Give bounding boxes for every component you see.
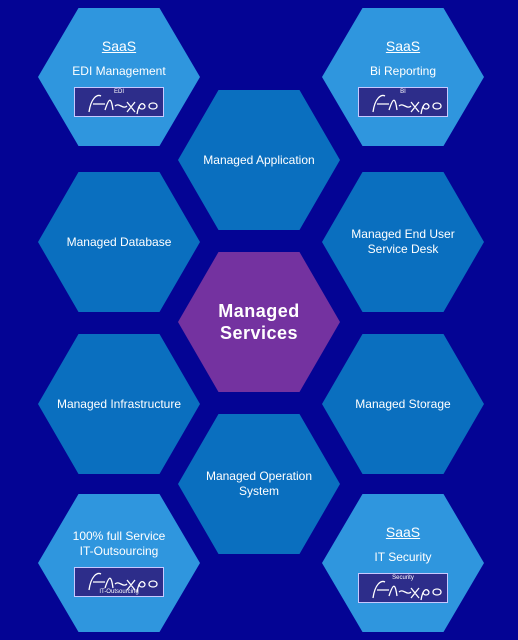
- flexpo-logo-icon: [372, 580, 442, 600]
- flexpo-logo-icon: [88, 94, 158, 114]
- center-title: Managed Services: [218, 301, 300, 343]
- hex-bi-reporting: SaaS Bi Reporting BI: [322, 8, 484, 146]
- hex-label: Managed Application: [203, 152, 315, 167]
- hex-it-security: SaaS IT Security Security: [322, 494, 484, 632]
- hex-label: Managed Operation System: [205, 469, 313, 498]
- hex-label: EDI Management: [72, 63, 166, 78]
- logo-subtitle: IT-Outsourcing: [99, 589, 139, 595]
- hex-label: Managed Storage: [355, 396, 451, 411]
- logo-subtitle: Security: [392, 574, 414, 581]
- hex-managed-application: Managed Application: [178, 90, 340, 230]
- logo-subtitle: EDI: [113, 88, 124, 95]
- hex-label: Managed End User Service Desk: [351, 227, 455, 256]
- flexpo-logo: Security: [358, 572, 448, 603]
- flexpo-logo-icon: [372, 94, 442, 114]
- hex-it-outsourcing: 100% full Service IT-Outsourcing IT-Outs…: [38, 494, 200, 632]
- hex-label: Bi Reporting: [369, 63, 437, 78]
- saas-heading: SaaS: [385, 523, 421, 540]
- flexpo-logo-icon: [88, 572, 158, 593]
- hex-managed-operation-system: Managed Operation System: [178, 414, 340, 554]
- saas-heading: SaaS: [101, 37, 137, 54]
- hex-managed-storage: Managed Storage: [322, 334, 484, 474]
- flexpo-logo: IT-Outsourcing: [74, 567, 164, 597]
- hex-managed-infrastructure: Managed Infrastructure: [38, 334, 200, 474]
- hex-managed-database: Managed Database: [38, 172, 200, 312]
- hex-edi-management: SaaS EDI Management EDI: [38, 8, 200, 146]
- hex-label: Managed Infrastructure: [56, 396, 182, 411]
- hex-label: Managed Database: [66, 234, 172, 249]
- hex-managed-end-user: Managed End User Service Desk: [322, 172, 484, 312]
- saas-heading: SaaS: [385, 37, 421, 54]
- hex-managed-services-center: Managed Services: [178, 252, 340, 392]
- hex-label: IT Security: [374, 549, 432, 564]
- flexpo-logo: BI: [358, 86, 448, 117]
- flexpo-logo: EDI: [74, 86, 164, 117]
- logo-subtitle: BI: [400, 88, 406, 95]
- hex-label: 100% full Service IT-Outsourcing: [72, 529, 166, 558]
